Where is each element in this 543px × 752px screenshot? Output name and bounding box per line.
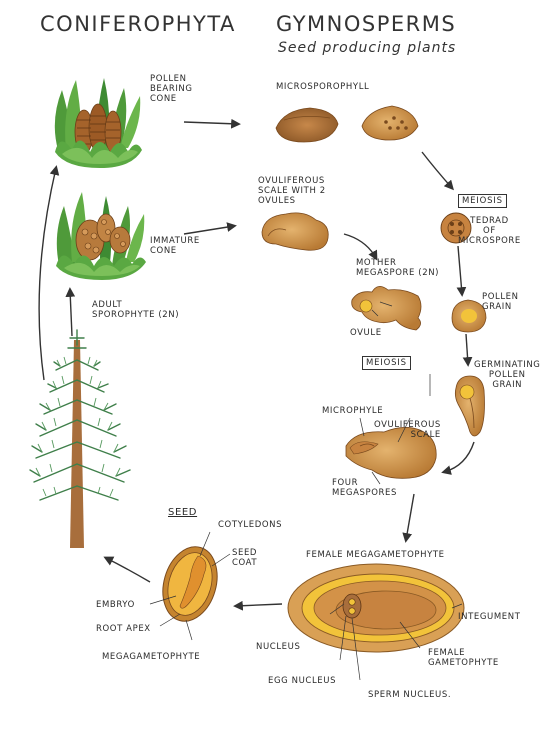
pollen-grain-illustration [451, 299, 487, 333]
title-left: CONIFEROPHYTA [40, 12, 236, 36]
label-microsporophyll: MICROSPOROPHYLL [276, 82, 370, 92]
subtitle: Seed producing plants [278, 40, 457, 56]
label-ovule: OVULE [350, 328, 382, 338]
four-megaspores-illustration [345, 427, 437, 479]
female-megagametophyte-illustration [287, 563, 465, 653]
ovuliferous-scale-illustration [261, 212, 329, 251]
label-germinating-pollen-grain: GERMINATING POLLEN GRAIN [474, 360, 541, 390]
tetrad-illustration [440, 212, 472, 244]
label-pollen-bearing-cone: POLLEN BEARING CONE [150, 74, 193, 104]
title-right: GYMNOSPERMS [276, 12, 457, 36]
adult-sporophyte-tree-illustration [29, 329, 131, 548]
label-integument: INTEGUMENT [458, 612, 521, 622]
label-root-apex: ROOT APEX [96, 624, 151, 634]
label-microphyle: MICROPHYLE [322, 406, 384, 416]
microsporophyll-illustration [275, 105, 419, 143]
label-sperm-nucleus: SPERM NUCLEUS. [368, 690, 452, 700]
label-mother-megaspore: MOTHER MEGASPORE (2N) [356, 258, 440, 278]
immature-cone-illustration [56, 192, 146, 280]
germinating-pollen-grain-illustration [454, 375, 485, 437]
label-megagametophyte: MEGAGAMETOPHYTE [102, 652, 201, 662]
label-nucleus: NUCLEUS [256, 642, 301, 652]
label-meiosis-2: MEIOSIS [362, 356, 411, 370]
label-pollen-grain: POLLEN GRAIN [482, 292, 519, 312]
label-female-gametophyte: FEMALE GAMETOPHYTE [428, 648, 499, 668]
label-adult-sporophyte: ADULT SPOROPHYTE (2N) [92, 300, 180, 320]
label-female-megagametophyte: FEMALE MEGAGAMETOPHYTE [306, 550, 445, 560]
label-embryo: EMBRYO [96, 600, 135, 610]
label-seed: SEED [168, 507, 198, 518]
pollen-bearing-cone-illustration [54, 78, 142, 168]
label-ovuliferous-scale: OVULIFEROUS SCALE [374, 420, 441, 440]
cycle-arrows [38, 118, 475, 611]
label-seed-coat: SEED COAT [232, 548, 258, 568]
label-leader-lines [149, 301, 463, 681]
mother-megaspore-illustration [351, 286, 422, 331]
label-egg-nucleus: EGG NUCLEUS [268, 676, 337, 686]
seed-illustration [162, 546, 218, 622]
label-four-megaspores: FOUR MEGASPORES [332, 478, 397, 498]
label-tetrad-of-microspore: TEDRAD OF MICROSPORE [458, 216, 521, 246]
label-meiosis-1: MEIOSIS [458, 194, 507, 208]
label-immature-cone: IMMATURE CONE [150, 236, 200, 256]
label-cotyledons: COTYLEDONS [218, 520, 283, 530]
label-ovuliferous-scale-2-ovules: OVULIFEROUS SCALE WITH 2 OVULES [258, 176, 326, 206]
